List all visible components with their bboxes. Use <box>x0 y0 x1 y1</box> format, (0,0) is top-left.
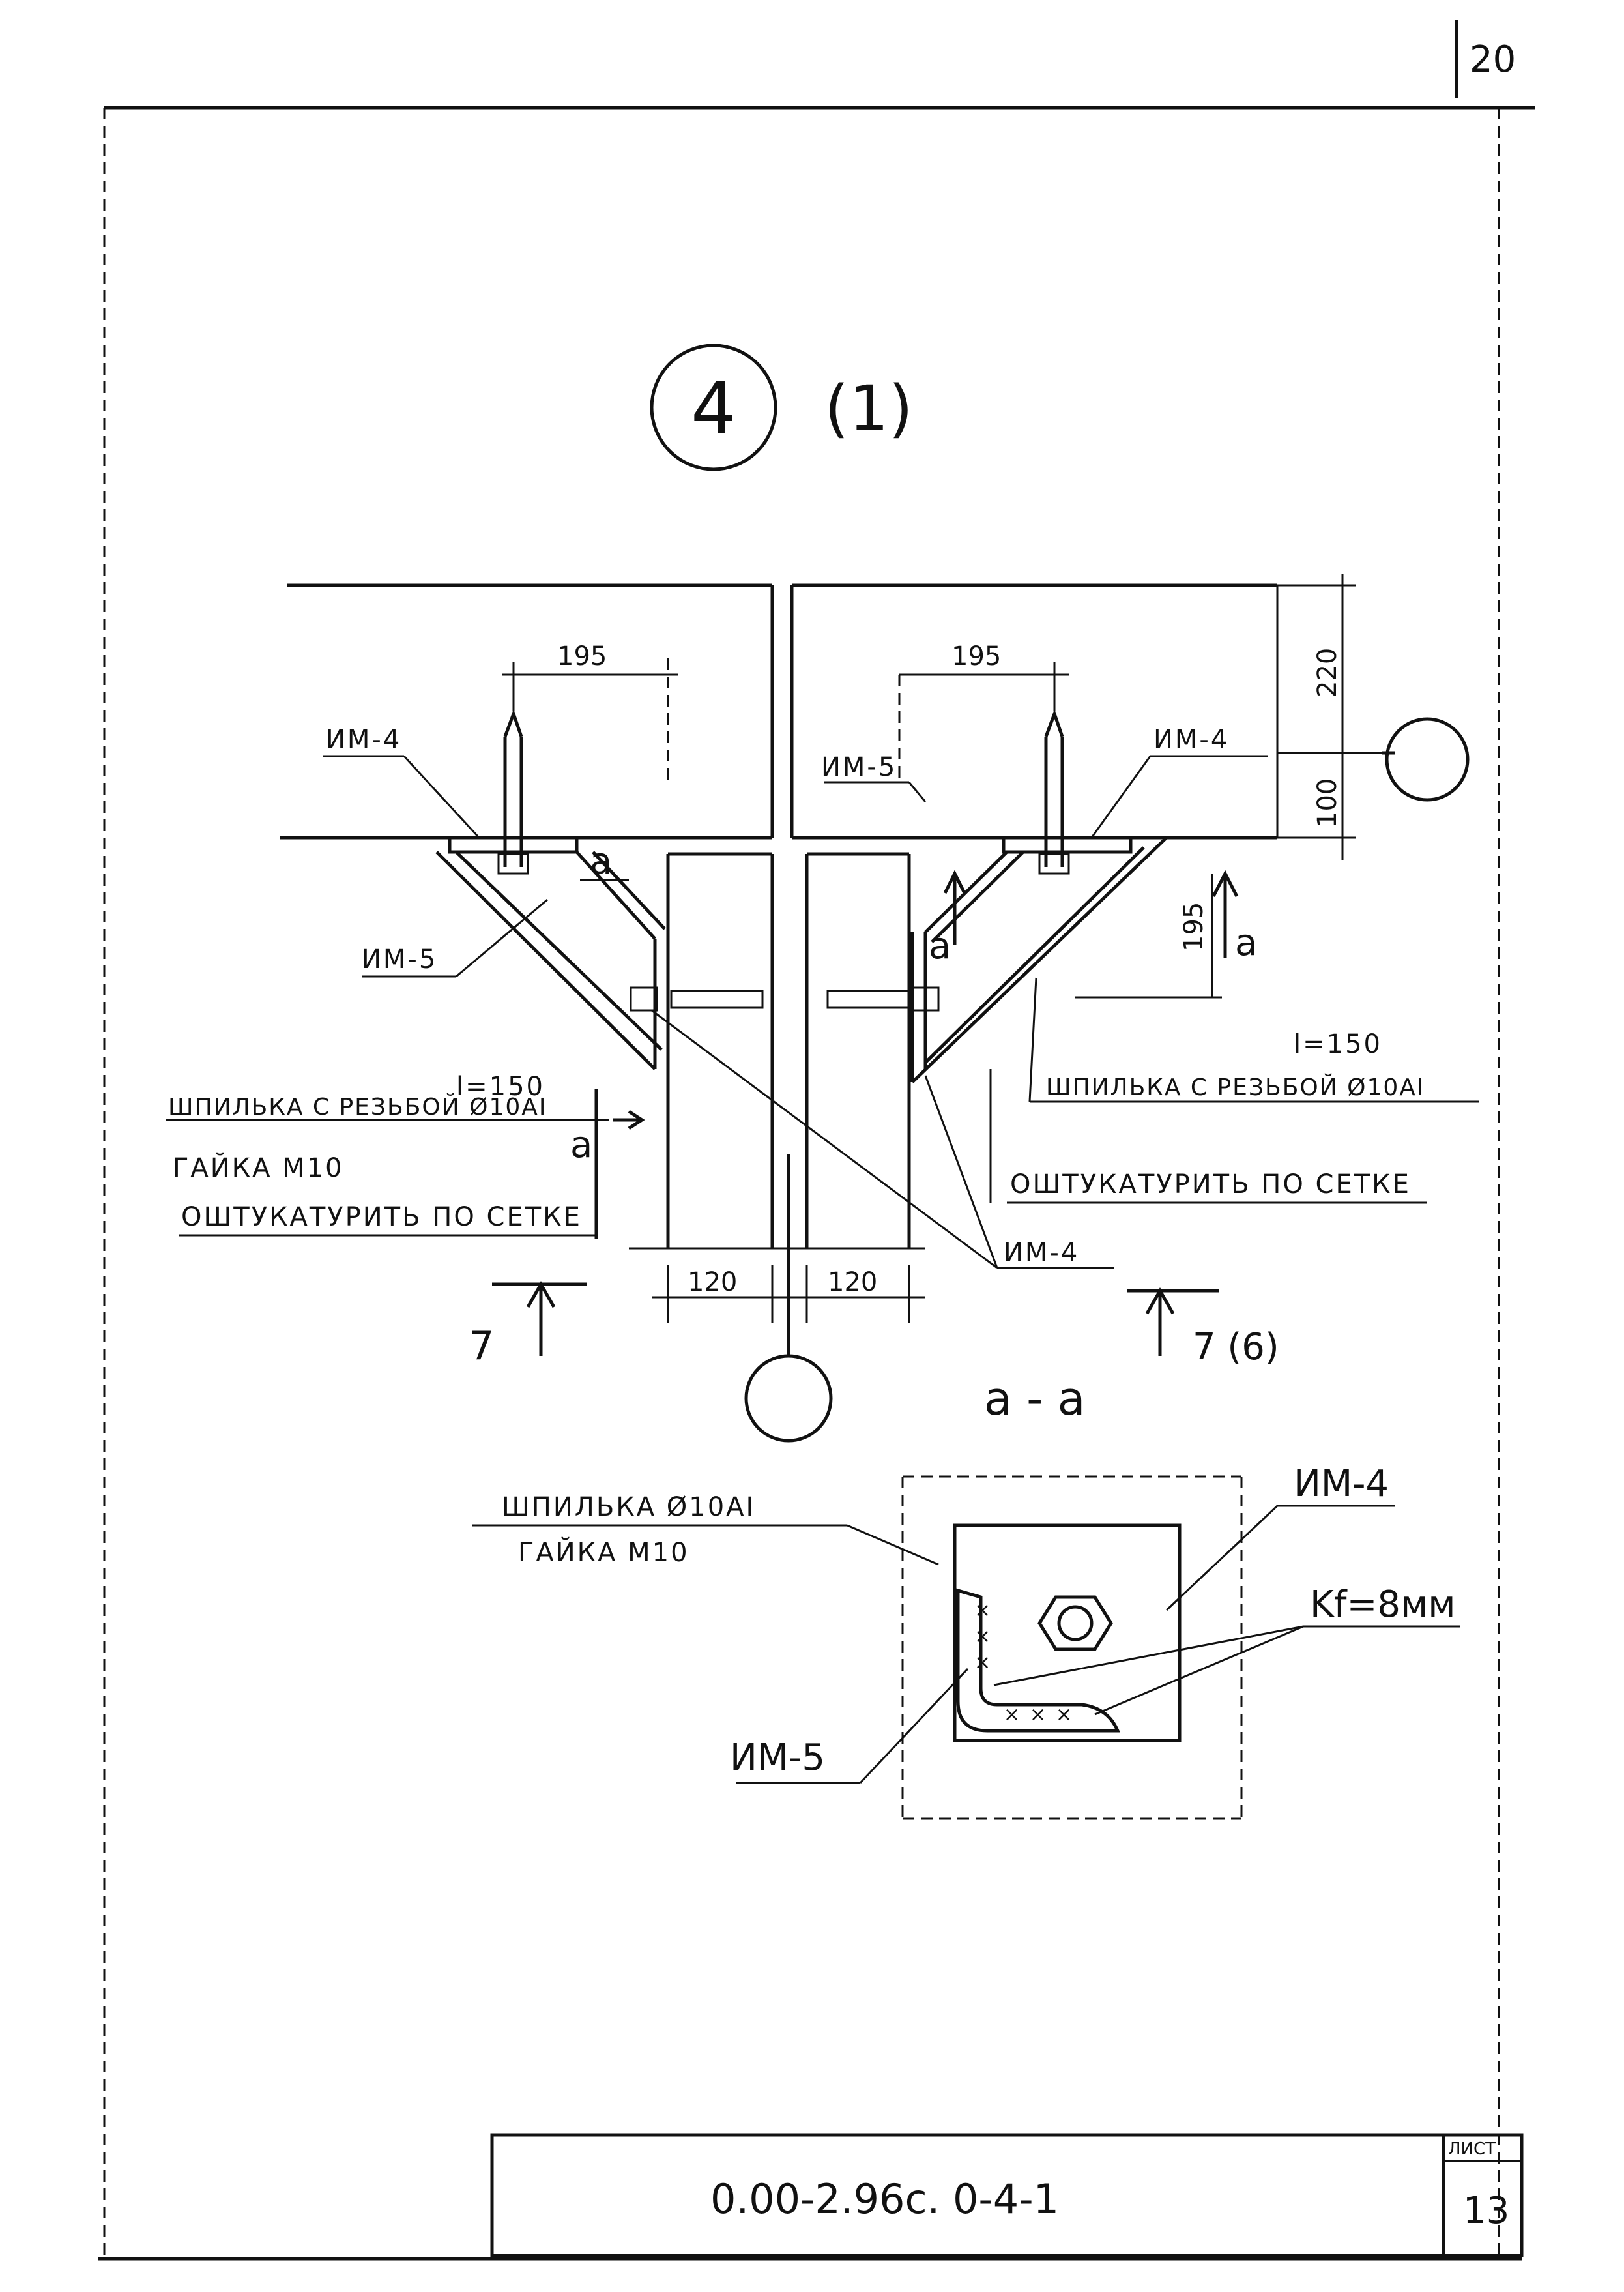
label-im5-left: ИМ-5 <box>362 945 437 975</box>
cut-mark-a-left: a <box>570 1124 592 1166</box>
slab-axis-circle <box>1385 717 1470 802</box>
section-mark-7-left-text: 7 <box>469 1323 494 1369</box>
label-plaster-left: ОШТУКАТУРИТЬ ПО СЕТКЕ <box>181 1202 582 1232</box>
label-im4-right: ИМ-4 <box>1153 725 1229 755</box>
section-aa-welds: × × × × × × <box>974 1599 1072 1726</box>
dimension-slab-top-text: 220 <box>1312 648 1342 698</box>
label-weld: Kf=8мм <box>1310 1583 1455 1626</box>
label-section-im5: ИМ-5 <box>730 1737 825 1779</box>
cut-mark-a-right-inner: a <box>929 925 951 967</box>
label-nut-left: ГАЙКА М10 <box>173 1152 344 1183</box>
svg-text:×: × <box>974 1651 991 1674</box>
detail-reference: (1) <box>824 372 913 445</box>
dimension-slab-bottom-text: 100 <box>1312 778 1342 828</box>
bracket-right <box>826 836 1168 1083</box>
cut-mark-a-top: a <box>590 840 612 883</box>
section-aa-nut <box>1037 1595 1113 1651</box>
svg-text:×: × <box>974 1625 991 1648</box>
section-mark-7-right <box>1127 1287 1219 1356</box>
axis-circle <box>744 1354 833 1443</box>
dimension-left-195 <box>502 658 678 782</box>
dimension-wall-right-text: 120 <box>828 1267 877 1297</box>
section-aa-angle <box>956 1588 1120 1733</box>
slab-right <box>790 583 1279 840</box>
label-section-im4: ИМ-4 <box>1294 1463 1389 1505</box>
svg-text:×: × <box>1030 1703 1046 1726</box>
bracket-left <box>435 836 764 1070</box>
anchor-bolt-left <box>497 709 529 875</box>
label-im4-center: ИМ-4 <box>1004 1238 1079 1268</box>
section-title: a - a <box>984 1372 1086 1426</box>
label-im5-right: ИМ-5 <box>821 752 897 782</box>
dimension-bracket-195-text: 195 <box>1179 902 1209 952</box>
anchor-bolt-right <box>1038 709 1070 875</box>
dimension-right-195 <box>898 662 1069 782</box>
wall-left <box>666 852 774 1248</box>
label-stud-length-right: l=150 <box>1294 1029 1382 1059</box>
document-code: 0.00-2.96с. 0-4-1 <box>710 2175 1059 2223</box>
dimension-wall-120 <box>629 1247 925 1323</box>
label-plaster-right: ОШТУКАТУРИТЬ ПО СЕТКЕ <box>1010 1169 1411 1199</box>
detail-marker <box>650 344 777 471</box>
section-mark-7-left <box>492 1280 587 1356</box>
svg-text:×: × <box>1004 1703 1020 1726</box>
section-aa-frame <box>901 1475 1243 1820</box>
detail-number: 4 <box>691 367 736 450</box>
label-im4-left: ИМ-4 <box>326 725 401 755</box>
label-stud-threaded-right: ШПИЛЬКА С РЕЗЬБОЙ Ø10АI <box>1046 1074 1425 1101</box>
svg-text:×: × <box>974 1599 991 1622</box>
dimension-bracket-height <box>1075 870 1239 999</box>
sheet-number: 13 <box>1463 2190 1509 2232</box>
cut-mark-a-right: a <box>1235 922 1257 964</box>
sheet-label: ЛИСТ <box>1448 2139 1496 2159</box>
dimension-left-195-text: 195 <box>557 641 607 671</box>
page-number: 20 <box>1470 38 1516 81</box>
label-stud-length-left: l=150 <box>456 1072 545 1102</box>
label-stud-threaded-left: ШПИЛЬКА С РЕЗЬБОЙ Ø10АI <box>168 1093 547 1121</box>
wall-right <box>805 852 911 1248</box>
label-section-nut: ГАЙКА М10 <box>518 1536 689 1568</box>
dimension-slab <box>1277 574 1395 860</box>
drawing-frame <box>98 20 1535 2261</box>
dimension-wall-left-text: 120 <box>688 1267 737 1297</box>
section-mark-7-right-text: 7 (6) <box>1193 1326 1279 1368</box>
svg-text:×: × <box>1056 1703 1072 1726</box>
slab-left <box>280 583 774 840</box>
title-block <box>490 2133 1524 2257</box>
dimension-right-195-text: 195 <box>951 641 1001 671</box>
label-section-stud: ШПИЛЬКА Ø10АI <box>502 1492 755 1522</box>
